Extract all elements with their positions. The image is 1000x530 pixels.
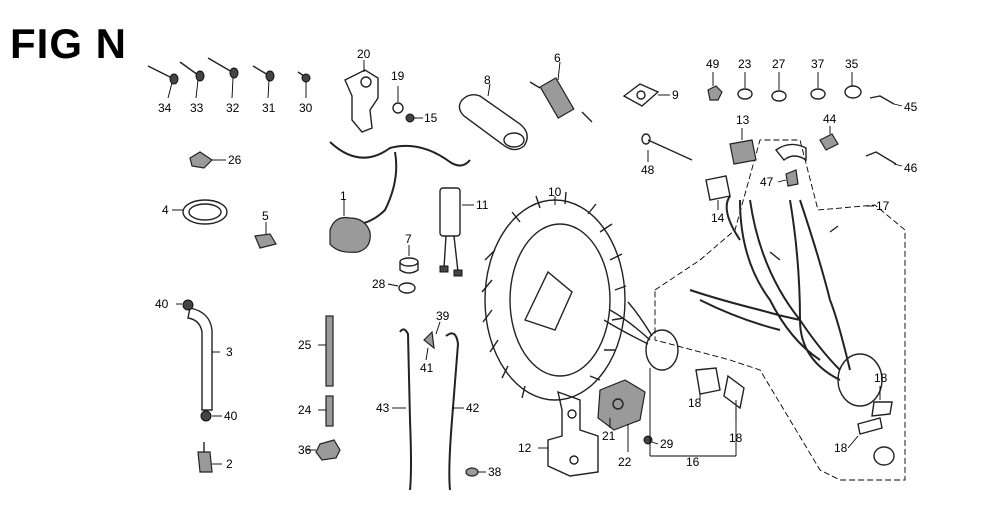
- callout-38: 38: [488, 465, 502, 479]
- fitting-2-drawing: [197, 442, 222, 473]
- bolts-44-45-46-drawing: [819, 95, 903, 167]
- callout-30: 30: [299, 101, 313, 115]
- callout-27: 27: [772, 57, 786, 71]
- switch-16-drawing: [603, 301, 737, 457]
- callout-1: 1: [340, 189, 347, 203]
- module-11-drawing: [439, 187, 474, 277]
- callout-18-right-bottom: 18: [834, 441, 848, 455]
- callout-6: 6: [554, 51, 561, 65]
- ignition-coil-1-drawing: [329, 141, 471, 253]
- screw-33-drawing: [179, 61, 205, 99]
- wire-43-drawing: [392, 328, 412, 491]
- bracket-12-drawing: [538, 390, 599, 477]
- callout-4: 4: [162, 203, 169, 217]
- callout-24: 24: [298, 403, 312, 417]
- callout-34: 34: [158, 101, 172, 115]
- terminals-18-drawing: [695, 367, 895, 466]
- callout-33: 33: [190, 101, 204, 115]
- callout-17: 17: [876, 199, 890, 213]
- screw-32-drawing: [207, 57, 239, 99]
- connector-13-drawing: [729, 128, 757, 165]
- callout-44: 44: [823, 112, 837, 126]
- callout-2: 2: [226, 457, 233, 471]
- cap-7-drawing: [399, 245, 419, 274]
- cover-47-drawing: [774, 143, 807, 187]
- callout-49: 49: [706, 57, 720, 71]
- washers-23-27-37-35-drawing: [707, 72, 862, 102]
- callout-23: 23: [738, 57, 752, 71]
- callout-13: 13: [736, 113, 750, 127]
- callout-35: 35: [845, 57, 859, 71]
- callout-32: 32: [226, 101, 240, 115]
- figure-title: FIG N: [10, 20, 127, 67]
- callout-5: 5: [262, 209, 269, 223]
- callout-28: 28: [372, 277, 386, 291]
- callout-45: 45: [904, 100, 918, 114]
- callout-11: 11: [476, 198, 489, 212]
- washer-28-drawing: [387, 282, 416, 294]
- callout-47: 47: [760, 175, 774, 189]
- tube-3-drawing: [176, 299, 222, 422]
- callout-12: 12: [518, 441, 532, 455]
- callout-3: 3: [226, 345, 233, 359]
- callout-39: 39: [436, 309, 450, 323]
- callout-25: 25: [298, 338, 312, 352]
- callout-37: 37: [811, 57, 825, 71]
- clip-26-drawing: [189, 151, 226, 169]
- callout-16: 16: [686, 455, 700, 469]
- callout-46: 46: [904, 161, 918, 175]
- callout-29: 29: [660, 437, 674, 451]
- wire-42-drawing: [445, 332, 464, 491]
- callout-36: 36: [298, 443, 312, 457]
- callout-20: 20: [357, 47, 371, 61]
- callout-15: 15: [424, 111, 438, 125]
- callout-8: 8: [484, 73, 491, 87]
- callout-41: 41: [420, 361, 434, 375]
- screw-30-drawing: [297, 71, 311, 98]
- screw-31-drawing: [252, 65, 275, 99]
- callout-21: 21: [602, 429, 616, 443]
- callout-26: 26: [228, 153, 242, 167]
- clip-5-drawing: [254, 222, 277, 249]
- callout-19: 19: [391, 69, 405, 83]
- spark-plug-6-drawing: [529, 61, 593, 123]
- callout-labels: 34 33 32 31 30 20 19 15 8 6 9 26 4 5 1 1…: [155, 47, 918, 479]
- callout-43: 43: [376, 401, 390, 415]
- harness-17-drawing: [654, 139, 906, 481]
- callout-18-left: 18: [688, 396, 702, 410]
- callout-14: 14: [711, 211, 725, 225]
- callout-48: 48: [641, 163, 655, 177]
- callout-18-mid: 18: [729, 431, 743, 445]
- callout-40-top: 40: [155, 297, 169, 311]
- plug-cap-8-drawing: [458, 83, 528, 151]
- flywheel-10-drawing: [481, 191, 627, 401]
- callout-7: 7: [405, 232, 412, 246]
- callout-22: 22: [618, 455, 632, 469]
- gasket-9-drawing: [622, 83, 670, 107]
- callout-42: 42: [466, 401, 480, 415]
- clips-39-41-drawing: [423, 321, 441, 361]
- coil-bracket-20-drawing: [344, 60, 423, 133]
- connector-14-drawing: [705, 175, 731, 210]
- screw-34-drawing: [147, 65, 179, 99]
- bolt-48-drawing: [641, 133, 693, 162]
- nut-36-drawing: [306, 439, 341, 461]
- callout-31: 31: [262, 101, 276, 115]
- screw-38-drawing: [465, 467, 486, 477]
- callout-40-bottom: 40: [224, 409, 238, 423]
- ring-4-drawing: [172, 199, 228, 225]
- stud-25-drawing: [318, 315, 334, 387]
- stud-24-drawing: [318, 395, 334, 427]
- callout-9: 9: [672, 88, 679, 102]
- callout-18-right-top: 18: [874, 371, 888, 385]
- callout-10: 10: [548, 185, 562, 199]
